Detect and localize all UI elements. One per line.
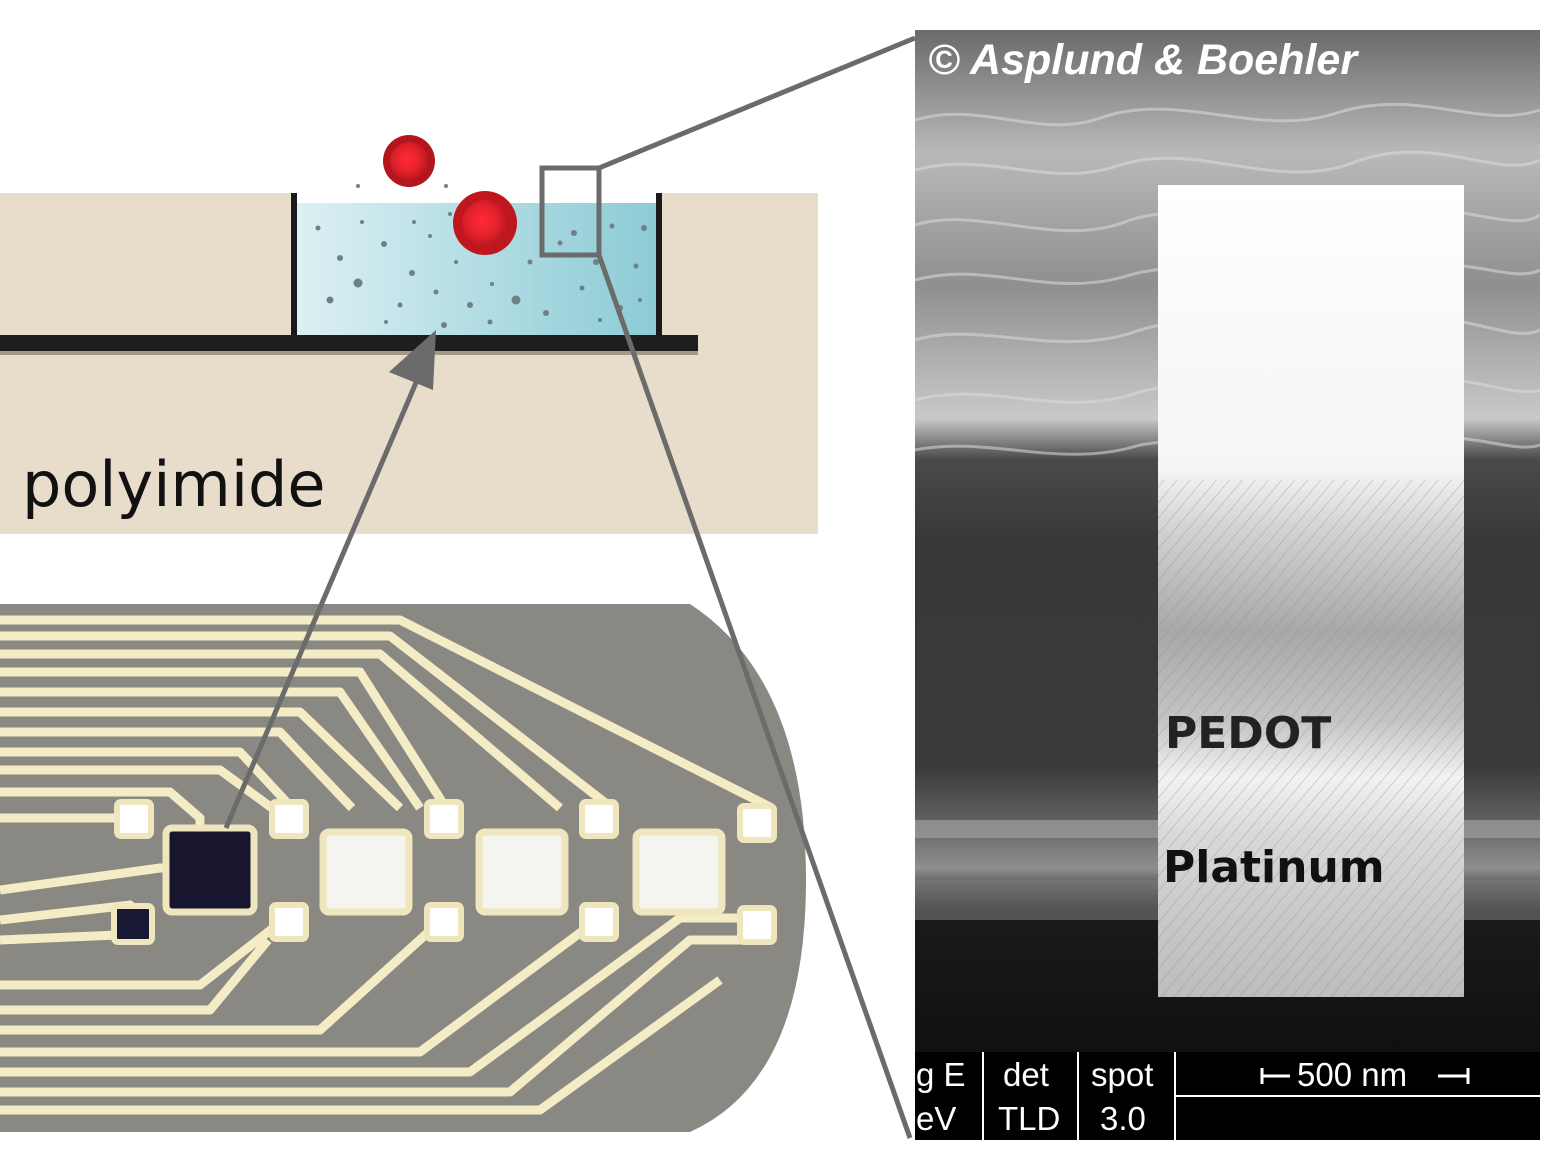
- metal-trace-layer: [0, 335, 698, 351]
- polyimide-label: polyimide: [22, 448, 326, 521]
- probe-micrograph: [0, 604, 806, 1132]
- sem-value-hv: eV: [916, 1100, 957, 1137]
- platinum-label: Platinum: [1163, 842, 1385, 893]
- sem-header-det: det: [1003, 1056, 1049, 1093]
- red-particle-small: [383, 135, 435, 187]
- left-insulation-wall: [291, 193, 297, 340]
- zoom-connector-bottom: [596, 254, 913, 1139]
- platinum-electrode-1: [319, 828, 413, 916]
- platinum-electrode-2: [475, 828, 569, 916]
- cross-section-schematic: [0, 135, 818, 534]
- zoom-connector-top: [598, 35, 916, 171]
- sem-header-hv: g E: [916, 1056, 966, 1093]
- sem-value-spot: 3.0: [1100, 1100, 1146, 1137]
- red-particle-large: [453, 191, 517, 255]
- sem-databar: [915, 1052, 1540, 1140]
- scale-bar-graphic: [1260, 1068, 1470, 1084]
- arrow-head: [389, 330, 436, 390]
- copyright-notice: © Asplund & Boehler: [928, 36, 1358, 84]
- platinum-electrode-3: [632, 828, 726, 916]
- electrolyte-dots: [315, 184, 647, 328]
- zoom-connectors: [596, 35, 916, 1139]
- right-insulation-wall: [656, 193, 662, 340]
- electrode-sites: [162, 824, 726, 916]
- sem-micrograph: [914, 30, 1541, 1140]
- zoom-box: [539, 165, 602, 258]
- pedot-label: PEDOT: [1165, 708, 1332, 759]
- sem-inset-hatch: [1158, 480, 1464, 997]
- pedot-coated-electrode: [162, 824, 258, 916]
- sem-value-det: TLD: [998, 1100, 1061, 1137]
- pointer-arrow: [223, 330, 436, 829]
- probe-traces: [0, 615, 775, 1115]
- sem-header-spot: spot: [1091, 1056, 1154, 1093]
- scale-bar-label: 500 nm: [1297, 1056, 1408, 1093]
- trace-adhesion-line: [0, 351, 698, 355]
- contact-pads: [111, 799, 777, 945]
